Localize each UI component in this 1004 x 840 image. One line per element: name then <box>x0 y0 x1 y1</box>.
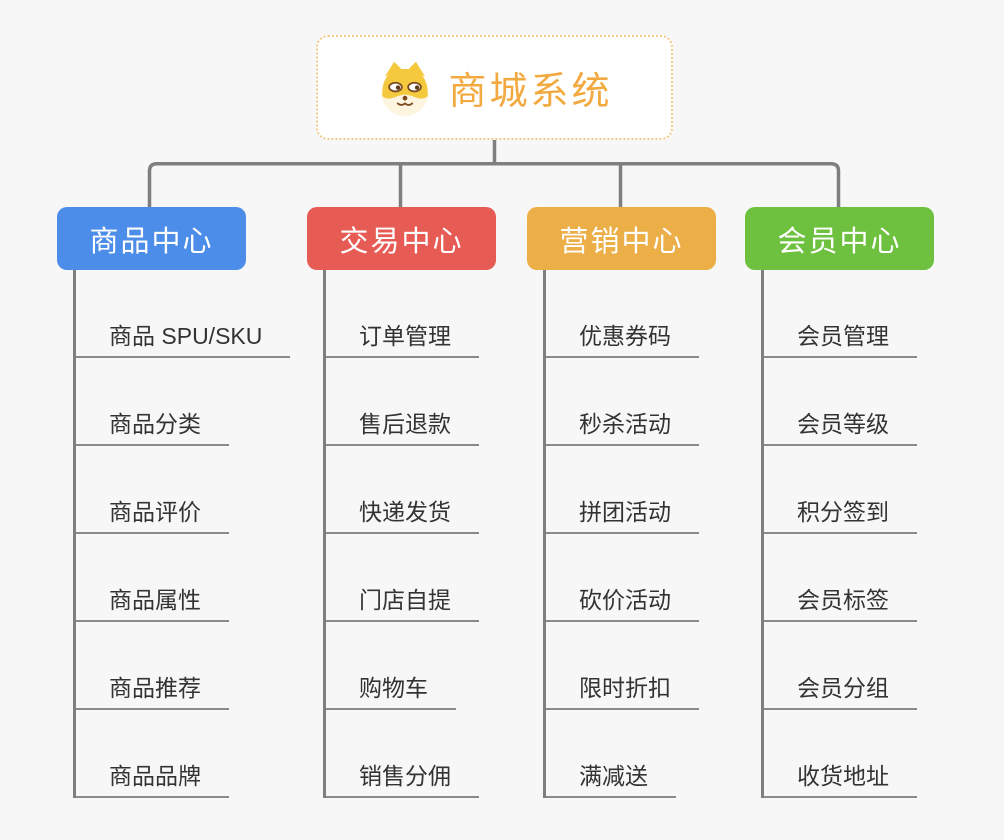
item-node[interactable]: 商品分类 <box>76 358 290 446</box>
item-node[interactable]: 商品属性 <box>76 534 290 622</box>
branch-node-member-center[interactable]: 会员中心 <box>745 207 934 270</box>
item-label: 商品推荐 <box>76 675 229 710</box>
shiba-dog-icon <box>381 61 430 116</box>
root-title: 商城系统 <box>448 71 613 113</box>
item-label: 门店自提 <box>326 587 479 622</box>
branch-node-trade-center[interactable]: 交易中心 <box>307 207 496 270</box>
item-node[interactable]: 收货地址 <box>764 710 917 798</box>
item-node[interactable]: 商品 SPU/SKU <box>76 270 291 358</box>
item-node[interactable]: 商品推荐 <box>76 622 290 710</box>
item-node[interactable]: 拼团活动 <box>546 446 699 534</box>
item-label: 会员分组 <box>764 675 917 710</box>
item-node[interactable]: 销售分佣 <box>326 710 479 798</box>
item-node[interactable]: 限时折扣 <box>546 622 699 710</box>
item-label: 优惠券码 <box>546 323 699 358</box>
item-label: 商品评价 <box>76 499 229 534</box>
item-node[interactable]: 订单管理 <box>326 270 479 358</box>
item-label: 砍价活动 <box>546 587 699 622</box>
item-label: 收货地址 <box>764 763 917 798</box>
item-node[interactable]: 商品品牌 <box>76 710 290 798</box>
item-node[interactable]: 会员管理 <box>764 270 917 358</box>
item-label: 限时折扣 <box>546 675 699 710</box>
item-label: 拼团活动 <box>546 499 699 534</box>
branch-column-marketing-center: 营销中心 优惠券码 秒杀活动 拼团活动 砍价活动 限时折扣 满减送 <box>527 207 757 798</box>
branch-column-trade-center: 交易中心 订单管理 售后退款 快递发货 门店自提 购物车 销售分佣 <box>307 207 537 798</box>
item-label: 满减送 <box>546 763 676 798</box>
item-label: 快递发货 <box>326 499 479 534</box>
root-node[interactable]: 商城系统 <box>316 35 673 140</box>
item-node[interactable]: 会员分组 <box>764 622 917 710</box>
branch-label: 交易中心 <box>339 225 464 258</box>
branch-items-trade-center: 订单管理 售后退款 快递发货 门店自提 购物车 销售分佣 <box>323 270 479 798</box>
branch-label: 会员中心 <box>777 225 902 258</box>
item-label: 商品属性 <box>76 587 229 622</box>
branch-items-product-center: 商品 SPU/SKU 商品分类 商品评价 商品属性 商品推荐 商品品牌 <box>73 270 291 798</box>
item-label: 售后退款 <box>326 411 479 446</box>
item-node[interactable]: 会员标签 <box>764 534 917 622</box>
branch-node-marketing-center[interactable]: 营销中心 <box>527 207 716 270</box>
item-node[interactable]: 满减送 <box>546 710 699 798</box>
branch-label: 商品中心 <box>89 225 214 258</box>
item-label: 会员标签 <box>764 587 917 622</box>
item-label: 订单管理 <box>326 323 479 358</box>
branch-node-product-center[interactable]: 商品中心 <box>57 207 246 270</box>
branch-column-member-center: 会员中心 会员管理 会员等级 积分签到 会员标签 会员分组 收货地址 <box>745 207 975 798</box>
branch-items-member-center: 会员管理 会员等级 积分签到 会员标签 会员分组 收货地址 <box>761 270 917 798</box>
item-node[interactable]: 购物车 <box>326 622 479 710</box>
item-node[interactable]: 售后退款 <box>326 358 479 446</box>
branch-column-product-center: 商品中心 商品 SPU/SKU 商品分类 商品评价 商品属性 商品推荐 商品品牌 <box>57 207 291 798</box>
item-node[interactable]: 砍价活动 <box>546 534 699 622</box>
item-node[interactable]: 秒杀活动 <box>546 358 699 446</box>
item-label: 秒杀活动 <box>546 411 699 446</box>
item-label: 商品分类 <box>76 411 229 446</box>
branch-label: 营销中心 <box>559 225 684 258</box>
item-label: 会员管理 <box>764 323 917 358</box>
item-label: 购物车 <box>326 675 456 710</box>
item-label: 销售分佣 <box>326 763 479 798</box>
item-label: 会员等级 <box>764 411 917 446</box>
item-label: 积分签到 <box>764 499 917 534</box>
item-node[interactable]: 会员等级 <box>764 358 917 446</box>
item-node[interactable]: 门店自提 <box>326 534 479 622</box>
item-node[interactable]: 快递发货 <box>326 446 479 534</box>
item-label: 商品 SPU/SKU <box>76 323 291 358</box>
item-node[interactable]: 商品评价 <box>76 446 290 534</box>
branch-items-marketing-center: 优惠券码 秒杀活动 拼团活动 砍价活动 限时折扣 满减送 <box>543 270 699 798</box>
item-node[interactable]: 优惠券码 <box>546 270 699 358</box>
item-label: 商品品牌 <box>76 763 229 798</box>
item-node[interactable]: 积分签到 <box>764 446 917 534</box>
